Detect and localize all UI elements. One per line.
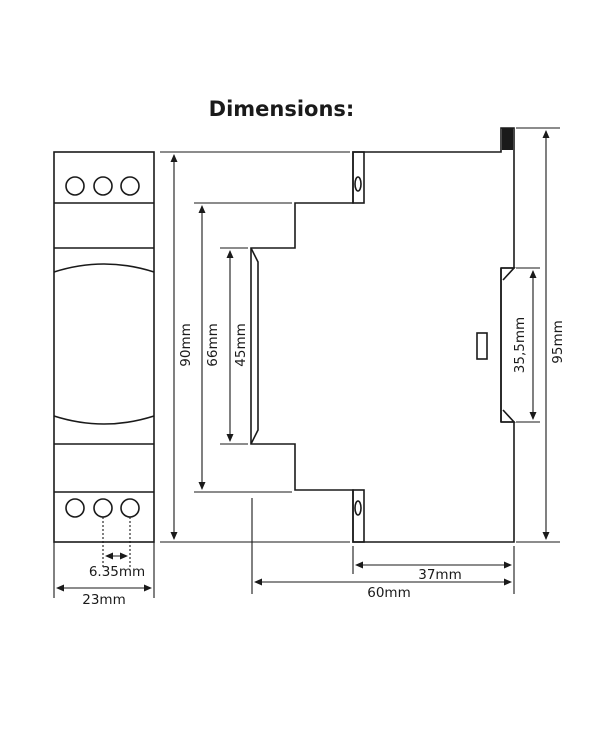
top-latch — [502, 128, 513, 150]
front-housing — [53, 151, 155, 543]
total-depth-dimension: 60mm — [254, 578, 512, 601]
width-label: 23mm — [82, 592, 125, 608]
rear-depth-dimension: 37mm — [355, 561, 512, 583]
total-height-label: 95mm — [550, 320, 566, 363]
top-screw-pocket — [352, 151, 365, 204]
pitch-dimension: 6.35mm — [89, 552, 145, 580]
rail-height-dimension: 45mm — [226, 250, 249, 442]
front-curve-bottom — [53, 415, 155, 425]
width-dimension: 23mm — [56, 584, 152, 608]
bottom-terminals — [65, 498, 140, 518]
front-height-label: 90mm — [178, 323, 194, 366]
clip-slot — [476, 332, 488, 360]
drawing-title: Dimensions: — [208, 97, 355, 121]
inner-height-dimension: 66mm — [198, 205, 221, 490]
front-height-dimension: 90mm — [170, 154, 194, 540]
clip-height-label: 35,5mm — [512, 317, 528, 373]
rear-depth-label: 37mm — [418, 567, 461, 583]
top-terminals — [65, 176, 140, 196]
front-curve-top — [53, 263, 155, 273]
side-outline — [250, 127, 515, 543]
total-depth-label: 60mm — [367, 585, 410, 601]
inner-height-label: 66mm — [205, 323, 221, 366]
side-view — [250, 127, 516, 543]
clip-height-dimension: 35,5mm — [512, 270, 537, 420]
front-view — [53, 151, 155, 598]
pitch-label: 6.35mm — [89, 564, 145, 580]
extension-lines — [160, 127, 560, 594]
bottom-screw-pocket — [352, 489, 365, 543]
rail-height-label: 45mm — [233, 323, 249, 366]
total-height-dimension: 95mm — [542, 130, 566, 540]
